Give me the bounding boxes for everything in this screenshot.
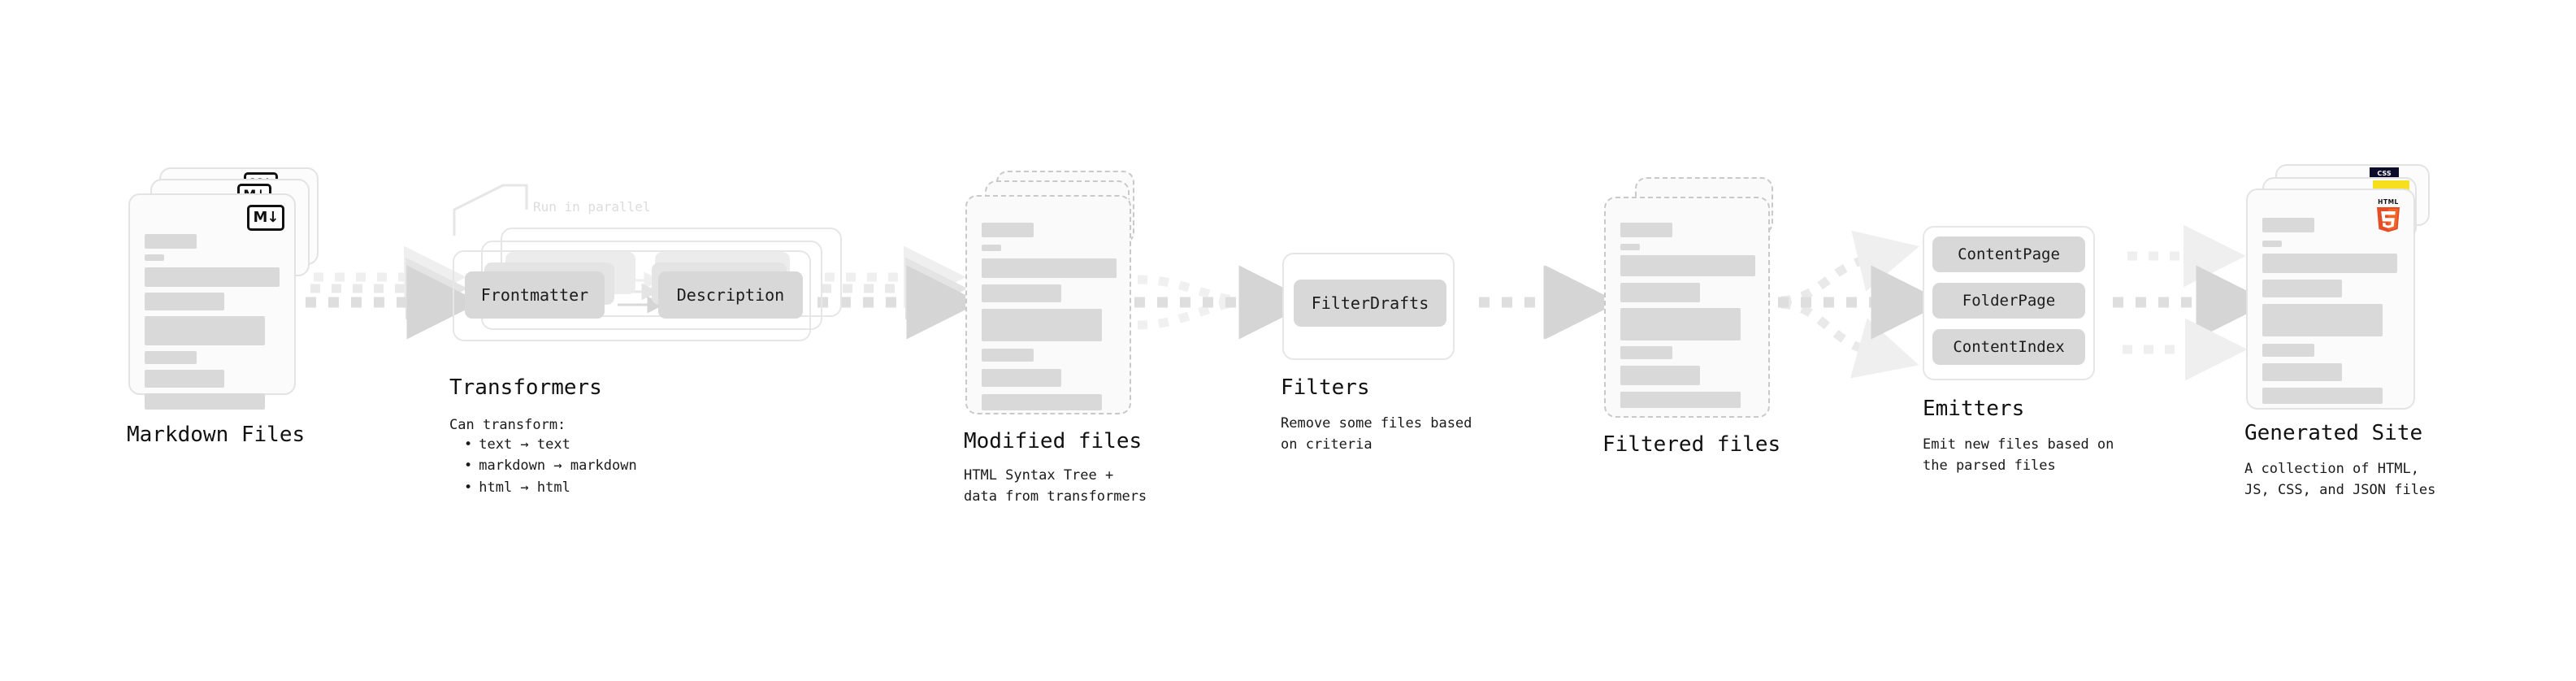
- skeleton-line: [982, 369, 1061, 387]
- skeleton-line: [982, 223, 1034, 237]
- stage-title-filtered-files: Filtered files: [1602, 432, 1781, 457]
- skeleton-line: [145, 393, 265, 410]
- emitters-node-contentindex-label: ContentIndex: [1953, 338, 2065, 356]
- transformers-bullet: markdown → markdown: [464, 455, 636, 476]
- html5-badge: HTML: [2374, 197, 2402, 236]
- transformers-bullet: html → html: [464, 477, 637, 498]
- skeleton-line: [982, 284, 1061, 302]
- emitters-node-contentpage[interactable]: ContentPage: [1932, 236, 2085, 272]
- emitters-node-folderpage-label: FolderPage: [1962, 292, 2056, 310]
- emitters-node-contentindex[interactable]: ContentIndex: [1932, 329, 2085, 365]
- skeleton-line: [982, 309, 1102, 341]
- skeleton-line: [145, 316, 265, 345]
- stage-title-markdown-files: Markdown Files: [127, 423, 306, 447]
- skeleton-line: [145, 351, 197, 364]
- skeleton-line: [145, 293, 224, 310]
- skeleton-line: [2262, 344, 2314, 357]
- arrow-emitters-to-site: [2113, 224, 2270, 381]
- markdown-badge: M↓: [247, 205, 284, 231]
- skeleton-line: [2262, 304, 2383, 336]
- transformers-intro: Can transform:: [449, 417, 566, 433]
- filters-node-filterdrafts-label: FilterDrafts: [1311, 293, 1429, 313]
- transformer-node-description[interactable]: Description: [658, 271, 803, 319]
- arrow-modified-to-filters: [1134, 265, 1313, 340]
- transformers-bullet: text → text: [464, 434, 637, 455]
- svg-text:HTML: HTML: [2378, 198, 2399, 206]
- skeleton-line: [145, 254, 164, 261]
- skeleton-line: [1620, 392, 1741, 408]
- skeleton-line: [2262, 363, 2342, 381]
- skeleton-line: [1620, 244, 1640, 250]
- stage-title-filters: Filters: [1281, 375, 1370, 400]
- skeleton-line: [982, 258, 1117, 278]
- filtered-file-front: [1604, 197, 1770, 418]
- skeleton-line: [2262, 254, 2397, 273]
- transformer-group-front: [453, 250, 811, 341]
- transformer-node-frontmatter-label: Frontmatter: [480, 285, 589, 305]
- stage-subtitle-generated-site: A collection of HTML, JS, CSS, and JSON …: [2244, 461, 2436, 499]
- modified-file-front: [965, 195, 1131, 414]
- stage-title-modified-files: Modified files: [964, 429, 1143, 453]
- markdown-file-front: M↓: [128, 193, 296, 410]
- transformer-node-description-label: Description: [676, 285, 785, 305]
- skeleton-line: [982, 245, 1001, 251]
- site-file-front: HTML: [2246, 189, 2415, 410]
- filters-node-filterdrafts[interactable]: FilterDrafts: [1294, 280, 1446, 327]
- transformers-bullet-list: text → text markdown → markdown html → h…: [449, 434, 637, 498]
- stage-title-emitters: Emitters: [1923, 397, 2025, 421]
- skeleton-line: [2262, 241, 2282, 247]
- skeleton-line: [1620, 308, 1741, 340]
- skeleton-line: [145, 267, 280, 287]
- skeleton-line: [2262, 218, 2314, 232]
- transformer-node-frontmatter[interactable]: Frontmatter: [465, 271, 605, 319]
- skeleton-line: [145, 234, 197, 249]
- skeleton-line: [2262, 280, 2342, 297]
- emitters-node-folderpage[interactable]: FolderPage: [1932, 283, 2085, 319]
- skeleton-line: [1620, 223, 1672, 237]
- stage-title-transformers: Transformers: [449, 375, 602, 400]
- emitters-node-contentpage-label: ContentPage: [1958, 245, 2060, 263]
- arrow-markdown-to-transformers: [306, 245, 481, 340]
- stage-subtitle-filters: Remove some files based on criteria: [1281, 415, 1472, 453]
- run-in-parallel-label: Run in parallel: [533, 199, 651, 215]
- skeleton-line: [2262, 388, 2383, 404]
- skeleton-line: [982, 394, 1102, 410]
- skeleton-line: [1620, 346, 1672, 359]
- arrow-filtered-to-emitters: [1778, 230, 1945, 379]
- stage-title-generated-site: Generated Site: [2244, 421, 2423, 445]
- html5-icon: HTML: [2377, 198, 2400, 232]
- skeleton-line: [1620, 366, 1700, 385]
- skeleton-line: [1620, 255, 1755, 276]
- skeleton-line: [982, 349, 1034, 362]
- skeleton-line: [1620, 283, 1700, 302]
- stage-subtitle-modified-files: HTML Syntax Tree + data from transformer…: [964, 467, 1147, 505]
- stage-subtitle-emitters: Emit new files based on the parsed files: [1923, 436, 2114, 475]
- skeleton-line: [145, 370, 224, 388]
